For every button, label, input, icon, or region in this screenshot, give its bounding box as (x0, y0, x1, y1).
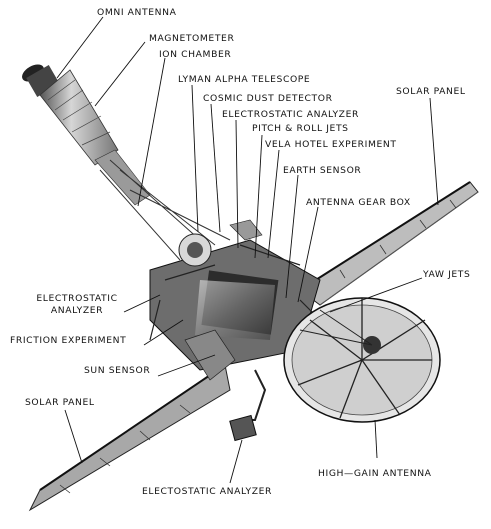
label-solar-panel-right: SOLAR PANEL (396, 86, 466, 97)
label-sun-sensor: SUN SENSOR (84, 365, 151, 376)
solar-panel-left-drawing (28, 364, 231, 512)
omni-antenna-drawing (22, 64, 60, 98)
label-electrostatic-analyzer-bottom: ELECTOSTATIC ANALYZER (142, 486, 272, 497)
label-antenna-gear-box: ANTENNA GEAR BOX (306, 197, 411, 208)
label-earth-sensor: EARTH SENSOR (283, 165, 362, 176)
label-lyman-alpha-telescope: LYMAN ALPHA TELESCOPE (178, 74, 311, 85)
label-omni-antenna: OMNI ANTENNA (97, 7, 177, 18)
label-high-gain-antenna: HIGH—GAIN ANTENNA (318, 468, 432, 479)
label-electrostatic-analyzer-left-line2: ANALYZER (50, 305, 104, 317)
lower-analyzer-drawing (229, 369, 267, 442)
central-bus-drawing (149, 219, 331, 381)
label-cosmic-dust-detector: COSMIC DUST DETECTOR (203, 93, 333, 104)
label-friction-experiment: FRICTION EXPERIMENT (10, 335, 127, 346)
label-vela-hotel-experiment: VELA HOTEL EXPERIMENT (265, 139, 397, 150)
label-magnetometer: MAGNETOMETER (149, 33, 235, 44)
label-electrostatic-analyzer-top: ELECTROSTATIC ANALYZER (222, 109, 359, 120)
solar-panel-right-drawing (299, 181, 479, 306)
label-electrostatic-analyzer-left-line1: ELECTROSTATIC (36, 293, 118, 304)
magnetometer-boom-drawing (39, 69, 231, 261)
high-gain-antenna-drawing (283, 297, 441, 423)
label-ion-chamber: ION CHAMBER (159, 49, 232, 60)
label-electrostatic-analyzer-left: ELECTROSTATIC ANALYZER (28, 293, 126, 317)
label-yaw-jets: YAW JETS (423, 269, 471, 280)
leader-lines (56, 16, 439, 484)
label-solar-panel-left: SOLAR PANEL (25, 397, 95, 408)
label-pitch-roll-jets: PITCH & ROLL JETS (252, 123, 349, 134)
